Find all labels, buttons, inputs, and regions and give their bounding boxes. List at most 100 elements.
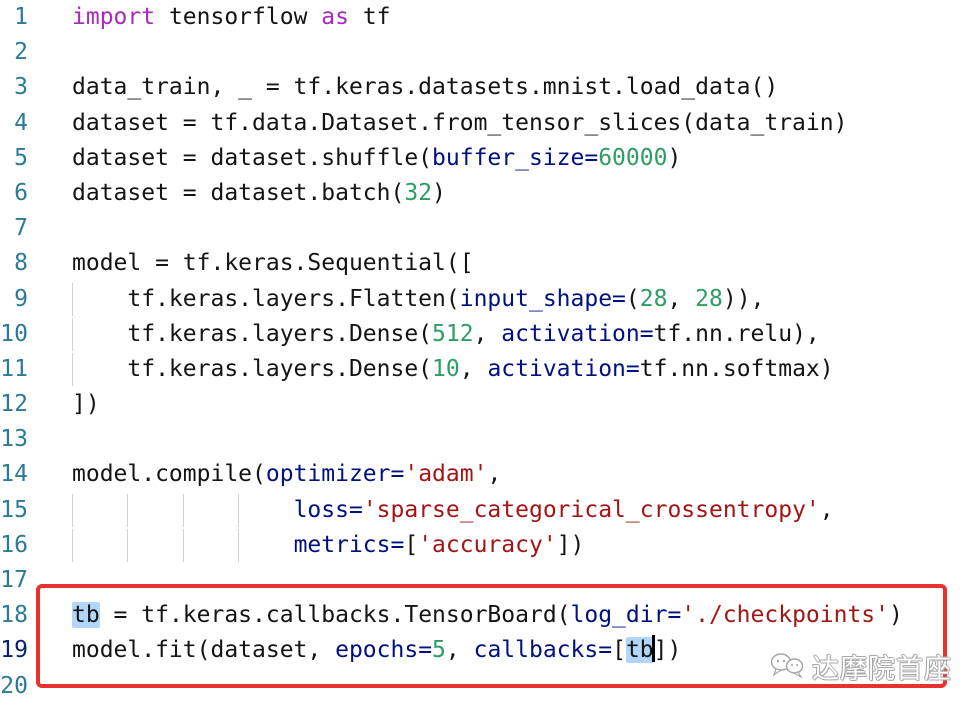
line-number[interactable]: 8 xyxy=(14,250,28,277)
line-number[interactable]: 7 xyxy=(14,215,28,242)
code-token: [ xyxy=(612,637,626,664)
code-line[interactable]: 5 dataset = dataset.shuffle(buffer_size=6… xyxy=(0,141,974,176)
code-text[interactable]: ]) xyxy=(72,387,100,422)
code-text[interactable]: dataset = dataset.batch(32) xyxy=(72,176,446,211)
line-number[interactable]: 4 xyxy=(14,109,28,136)
code-token: 'sparse_categorical_crossentropy' xyxy=(362,496,820,523)
indent-guide xyxy=(127,528,129,562)
code-line[interactable]: 8 model = tf.keras.Sequential([ xyxy=(0,246,974,281)
indent-guide xyxy=(238,528,240,562)
code-text[interactable]: import tensorflow as tf xyxy=(72,0,391,35)
code-token: , xyxy=(445,637,474,664)
code-line[interactable]: 4 dataset = tf.data.Dataset.from_tensor_s… xyxy=(0,106,974,141)
line-number[interactable]: 6 xyxy=(14,179,28,206)
code-line[interactable]: 14 model.compile(optimizer='adam', xyxy=(0,457,974,492)
line-number[interactable]: 18 xyxy=(0,602,28,629)
line-number[interactable]: 2 xyxy=(14,39,28,66)
code-token: = tf.keras.callbacks.TensorBoard( xyxy=(99,602,571,629)
indent-guide xyxy=(72,493,73,527)
code-line[interactable]: 3 data_train, _ = tf.keras.datasets.mnist… xyxy=(0,70,974,105)
code-token: 32 xyxy=(404,179,433,206)
code-token: buffer_size= xyxy=(432,144,599,171)
code-line[interactable]: 9 tf.keras.layers.Flatten(input_shape=(2… xyxy=(0,282,974,317)
code-text[interactable]: dataset = tf.data.Dataset.from_tensor_sl… xyxy=(72,106,847,141)
code-token: ) xyxy=(889,602,903,629)
line-number[interactable]: 5 xyxy=(14,144,28,171)
line-number[interactable]: 12 xyxy=(0,391,28,418)
code-token: 'adam' xyxy=(404,461,488,488)
code-token: , xyxy=(473,320,502,347)
code-token: tf xyxy=(348,4,391,30)
code-text[interactable]: model = tf.keras.Sequential([ xyxy=(72,246,474,281)
code-text[interactable]: dataset = dataset.shuffle(buffer_size=60… xyxy=(72,141,681,176)
code-line[interactable]: 18 tb = tf.keras.callbacks.TensorBoard(lo… xyxy=(0,598,974,633)
code-line[interactable]: 11 tf.keras.layers.Dense(10, activation=… xyxy=(0,352,974,387)
code-text[interactable]: tb = tf.keras.callbacks.TensorBoard(log_… xyxy=(72,598,903,633)
code-token: , xyxy=(667,285,696,312)
code-line[interactable]: 10 tf.keras.layers.Dense(512, activation… xyxy=(0,317,974,352)
word-occurrence-highlight: tb xyxy=(625,637,654,664)
line-number[interactable]: 3 xyxy=(14,74,28,101)
code-token: 28 xyxy=(695,285,723,312)
code-token: ]) xyxy=(72,391,100,418)
code-token: 5 xyxy=(432,637,446,664)
code-token: ) xyxy=(432,179,446,206)
code-line[interactable]: 16 metrics=['accuracy']) xyxy=(0,528,974,563)
code-token: as xyxy=(321,4,349,30)
indent-guide xyxy=(72,282,73,316)
code-text[interactable]: model.fit(dataset, epochs=5, callbacks=[… xyxy=(72,633,681,668)
code-token: 10 xyxy=(432,355,460,382)
code-line[interactable]: 7 xyxy=(0,211,974,246)
code-line[interactable]: 2 xyxy=(0,35,974,70)
code-token: optimizer= xyxy=(265,461,405,488)
line-number[interactable]: 10 xyxy=(0,320,28,347)
code-line[interactable]: 20 xyxy=(0,669,974,704)
code-line[interactable]: 13 xyxy=(0,422,974,457)
line-number[interactable]: 11 xyxy=(0,355,28,382)
code-token: ]) xyxy=(556,531,585,558)
word-occurrence-highlight: tb xyxy=(72,602,100,629)
line-number[interactable]: 17 xyxy=(0,567,28,593)
code-token: tensorflow xyxy=(155,4,322,30)
code-token: activation= xyxy=(487,355,640,382)
code-token: tf.keras.layers.Dense( xyxy=(72,320,433,347)
code-token: 60000 xyxy=(598,144,668,171)
code-token: tf.nn.softmax) xyxy=(639,355,834,382)
code-text[interactable]: tf.keras.layers.Dense(10, activation=tf.… xyxy=(72,352,834,387)
code-token: dataset = dataset.shuffle( xyxy=(72,144,433,171)
code-line[interactable]: 12]) xyxy=(0,387,974,422)
code-line[interactable]: 17 xyxy=(0,563,974,598)
code-token: data_train, _ = tf.keras.datasets.mnist.… xyxy=(72,74,779,101)
code-token: model.fit(dataset, xyxy=(72,637,336,664)
code-text[interactable]: loss='sparse_categorical_crossentropy', xyxy=(72,493,834,528)
code-line[interactable]: 6 dataset = dataset.batch(32) xyxy=(0,176,974,211)
code-text[interactable]: model.compile(optimizer='adam', xyxy=(72,457,501,492)
code-line[interactable]: 1 import tensorflow as tf xyxy=(0,0,974,35)
code-text[interactable]: data_train, _ = tf.keras.datasets.mnist.… xyxy=(72,70,778,105)
code-token: model = tf.keras.Sequential([ xyxy=(72,250,474,277)
code-token: dataset = dataset.batch( xyxy=(72,179,405,206)
code-token: model.compile( xyxy=(72,461,266,488)
code-token: tf.nn.relu), xyxy=(653,320,820,347)
line-number[interactable]: 20 xyxy=(0,672,28,699)
line-number[interactable]: 15 xyxy=(0,496,28,523)
line-number[interactable]: 19 xyxy=(0,637,28,664)
code-text[interactable]: tf.keras.layers.Dense(512, activation=tf… xyxy=(72,317,820,352)
code-text[interactable]: tf.keras.layers.Flatten(input_shape=(28,… xyxy=(72,282,764,317)
line-number[interactable]: 14 xyxy=(0,461,28,488)
line-number[interactable]: 16 xyxy=(0,531,28,558)
line-number[interactable]: 13 xyxy=(0,426,28,453)
code-token: 28 xyxy=(639,285,668,312)
code-line[interactable]: 19 model.fit(dataset, epochs=5, callbacks… xyxy=(0,633,974,668)
line-number[interactable]: 9 xyxy=(14,285,28,312)
indent-guide xyxy=(238,493,240,527)
line-number[interactable]: 1 xyxy=(14,4,28,30)
code-line[interactable]: 15 loss='sparse_categorical_crossentropy… xyxy=(0,493,974,528)
code-text[interactable]: metrics=['accuracy']) xyxy=(72,528,584,563)
indent-guide xyxy=(127,493,129,527)
code-token: epochs= xyxy=(335,637,433,664)
code-token: ( xyxy=(625,285,640,312)
code-token: import xyxy=(72,4,156,30)
code-token: 512 xyxy=(432,320,474,347)
code-token: loss= xyxy=(293,496,363,523)
